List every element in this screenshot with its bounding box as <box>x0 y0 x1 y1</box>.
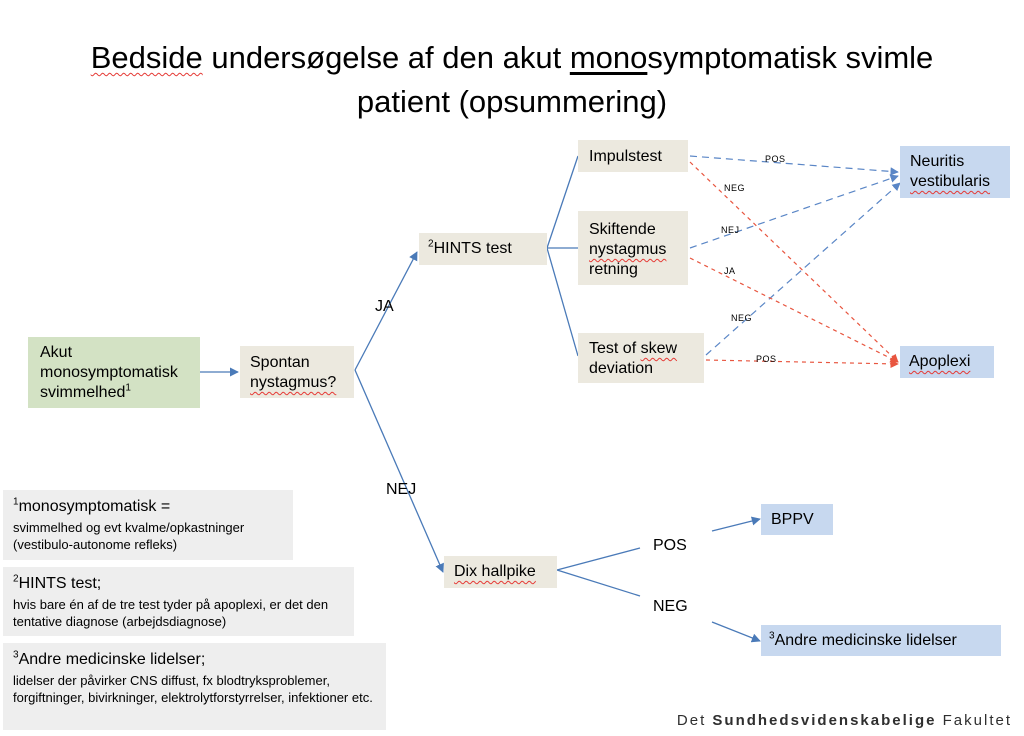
andre-footnote-ref: 3 <box>769 630 775 642</box>
node-bppv: BPPV <box>761 504 833 535</box>
hints-footnote-ref: 2 <box>428 238 434 250</box>
title-word-mono: mono <box>569 40 648 75</box>
skiftende-line-1: Skiftende <box>589 221 656 238</box>
footnote-1-body: svimmelhed og evt kvalme/opkastninger (v… <box>13 520 245 552</box>
footnote-1-head: 1monosymptomatisk = <box>13 496 283 516</box>
skiftende-line-3: retning <box>589 261 638 278</box>
footnote-1: 1monosymptomatisk = svimmelhed og evt kv… <box>3 490 293 560</box>
footnote-3: 3Andre medicinske lidelser; lidelser der… <box>3 643 386 730</box>
akut-footnote-ref: 1 <box>125 382 131 394</box>
node-akut-svimmelhed: Akut monosymptomatisk svimmelhed1 <box>28 337 200 408</box>
page-title: Bedside undersøgelse af den akut monosym… <box>40 36 984 124</box>
edge-label-nej: NEJ <box>386 481 417 498</box>
title-segment: undersøgelse af den akut <box>202 40 570 75</box>
neuritis-line-2: vestibularis <box>910 173 991 190</box>
dashed-skiftende-apoplexi <box>689 257 899 363</box>
spontan-line-1: Spontan <box>250 354 310 371</box>
node-test-of-skew: Test of skew deviation <box>578 333 704 383</box>
footnote-3-title: Andre medicinske lidelser; <box>18 651 206 668</box>
andre-label: Andre medicinske lidelser <box>774 632 957 649</box>
node-neuritis-vestibularis: Neuritis vestibularis <box>900 146 1010 198</box>
skiftende-line-2: nystagmus <box>589 241 667 258</box>
footnote-2-head: 2HINTS test; <box>13 573 344 593</box>
footnote-3-ref: 3 <box>13 649 19 661</box>
akut-line-3-text: svimmelhed <box>40 384 126 401</box>
title-line-1: Bedside undersøgelse af den akut monosym… <box>40 36 984 80</box>
footnote-1-title: monosymptomatisk = <box>18 498 171 515</box>
akut-line-2: monosymptomatisk <box>40 364 178 381</box>
edge-label-impuls-pos: POS <box>765 154 786 164</box>
footnote-2-ref: 2 <box>13 573 19 585</box>
edge-label-neg: NEG <box>653 598 688 615</box>
edge-label-ja: JA <box>375 298 394 315</box>
footnote-2-body: hvis bare én af de tre test tyder på apo… <box>13 597 329 629</box>
dashed-skew-neuritis <box>705 182 901 356</box>
dashed-impuls-neuritis <box>689 155 899 176</box>
akut-line-3: svimmelhed1 <box>40 383 200 403</box>
edge-label-skew-neg: NEG <box>731 313 753 323</box>
dashed-skiftende-neuritis <box>689 174 899 249</box>
arrow-spontan-dix <box>354 369 444 573</box>
line-dix-pos <box>556 547 641 571</box>
line-dix-neg <box>556 569 641 597</box>
title-line-2: patient (opsummering) <box>356 84 668 119</box>
dix-label: Dix hallpike <box>454 563 536 580</box>
edge-label-pos: POS <box>653 537 687 554</box>
edge-label-impuls-neg: NEG <box>724 183 746 193</box>
arrow-pos-bppv <box>711 516 761 532</box>
dashed-skew-apoplexi <box>705 359 899 369</box>
title-word-bedside: Bedside <box>90 40 203 75</box>
edge-label-skew-pos: POS <box>756 354 777 364</box>
node-skiftende-nystagmus: Skiftende nystagmus retning <box>578 211 688 285</box>
spontan-line-2: nystagmus? <box>250 374 337 391</box>
node-hints-test: 2HINTS test <box>419 233 547 265</box>
skew-line-2: deviation <box>589 360 654 377</box>
skew-line-1: Test of skew <box>589 339 704 359</box>
footnote-3-head: 3Andre medicinske lidelser; <box>13 649 376 669</box>
footnote-3-body: lidelser der påvirker CNS diffust, fx bl… <box>13 673 373 705</box>
arrow-spontan-hints <box>354 251 418 371</box>
hints-label: HINTS test <box>433 240 512 257</box>
faculty-footer: Det Sundhedsvidenskabelige Fakultet <box>677 712 1012 729</box>
skew-line-1a: Test of <box>589 340 641 357</box>
edge-label-skiftende-nej: NEJ <box>721 225 740 235</box>
neuritis-line-1: Neuritis <box>910 153 965 170</box>
footnote-2: 2HINTS test; hvis bare én af de tre test… <box>3 567 354 636</box>
apoplexi-label: Apoplexi <box>909 353 971 370</box>
impulstest-label: Impulstest <box>589 148 662 165</box>
node-dix-hallpike: Dix hallpike <box>444 556 557 588</box>
footer-pre: Det <box>676 712 713 729</box>
footer-bold: Sundhedsvidenskabelige <box>712 712 937 729</box>
akut-line-1: Akut <box>40 344 73 361</box>
node-impulstest: Impulstest <box>578 140 688 172</box>
edge-label-skiftende-ja: JA <box>724 266 736 276</box>
node-spontan-nystagmus: Spontan nystagmus? <box>240 346 354 398</box>
footnote-2-title: HINTS test; <box>18 575 102 592</box>
bppv-label: BPPV <box>771 511 814 528</box>
arrow-neg-andre <box>711 621 761 643</box>
skew-word: skew <box>640 340 678 357</box>
line-hints-impulstest <box>546 155 579 249</box>
title-segment-end: symptomatisk svimle <box>647 40 934 75</box>
line-hints-skew <box>546 247 579 357</box>
node-andre-medicinske-lidelser: 3Andre medicinske lidelser <box>761 625 1001 656</box>
dashed-impuls-apoplexi <box>689 161 899 363</box>
footer-post: Fakultet <box>936 712 1012 729</box>
node-apoplexi: Apoplexi <box>900 346 994 378</box>
footnote-1-ref: 1 <box>13 496 19 508</box>
